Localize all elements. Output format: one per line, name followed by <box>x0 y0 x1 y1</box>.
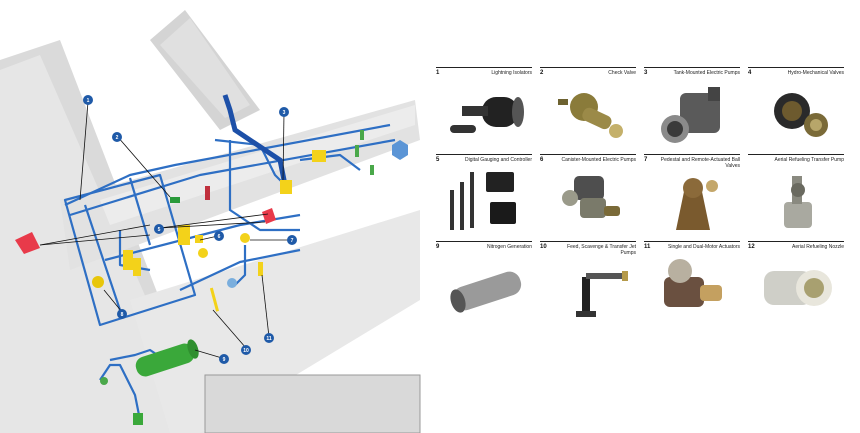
catalog-item-hydro-mechanical-valves: 4 Hydro-Mechanical Valves <box>744 67 844 155</box>
svg-text:1: 1 <box>87 98 90 104</box>
callout-8: 8 <box>117 309 127 319</box>
check-valve-image <box>558 93 623 138</box>
svg-text:8: 8 <box>121 312 124 318</box>
aircraft-structure <box>0 10 421 433</box>
catalog-item-check-valve: 2 Check Valve <box>536 67 636 155</box>
callout-9: 9 <box>219 354 229 364</box>
item-number: 3 <box>644 70 648 76</box>
item-title: Check Valve <box>608 70 636 76</box>
item-number: 4 <box>748 70 752 76</box>
callout-7: 7 <box>287 235 297 245</box>
item-title: Tank-Mounted Electric Pumps <box>673 70 740 76</box>
catalog-item-digital-gauging-and-controller: 5 Digital Gauging and Controller <box>432 154 532 242</box>
item-number: 2 <box>540 70 544 76</box>
item-title: Aerial Refueling Nozzle <box>792 244 844 250</box>
item-number: 6 <box>540 157 544 163</box>
svg-text:6: 6 <box>218 234 221 240</box>
svg-text:7: 7 <box>291 238 294 244</box>
item-number: 1 <box>436 70 440 76</box>
canister-pump-image <box>562 176 620 218</box>
catalog-item-ball-valves: 7 Pedestal and Remote-Actuated Ball Valv… <box>640 154 740 242</box>
item-title: Digital Gauging and Controller <box>465 157 532 163</box>
fuel-pipes <box>63 123 396 421</box>
callout-5: 5 <box>154 224 164 234</box>
check-valve <box>170 197 180 203</box>
svg-text:10: 10 <box>243 348 249 354</box>
leader-lines <box>39 101 288 359</box>
catalog-item-aerial-refueling-transfer-pump: Aerial Refueling Transfer Pump <box>744 154 844 242</box>
item-number: 9 <box>436 244 440 250</box>
catalog-item-nitrogen-generation: 9 Nitrogen Generation <box>432 241 532 329</box>
catalog-item-canister-mounted-electric-pumps: 6 Canister-Mounted Electric Pumps <box>536 154 636 242</box>
tank-pump <box>280 180 292 194</box>
callout-6: 6 <box>214 231 224 241</box>
catalog-item-tank-mounted-electric-pumps: 3 Tank-Mounted Electric Pumps <box>640 67 740 155</box>
item-number: 7 <box>644 157 648 163</box>
hydro-valve-image <box>774 93 828 137</box>
jet-pump-image <box>576 271 628 317</box>
item-title: Aerial Refueling Transfer Pump <box>774 157 844 163</box>
pump-feed-pipe <box>222 94 288 186</box>
fuel-system-diagram: 1 2 3 5 6 7 8 9 10 11 <box>0 10 421 433</box>
item-title: Hydro-Mechanical Valves <box>787 70 844 76</box>
component-catalog: 1 Lightning Isolators 2 Check Valve 3 Ta… <box>432 60 852 320</box>
item-title: Nitrogen Generation <box>486 244 532 250</box>
sensor-left <box>15 232 40 254</box>
refueling-nozzle-image <box>764 270 832 306</box>
callout-3: 3 <box>279 107 289 117</box>
item-title: Lightning Isolators <box>491 70 532 76</box>
sensor-right <box>262 208 276 224</box>
svg-text:11: 11 <box>266 336 272 342</box>
callout-11: 11 <box>264 333 274 343</box>
item-title: Single and Dual-Motor Actuators <box>668 244 740 250</box>
item-number: 11 <box>644 244 651 250</box>
sensor-mid <box>205 186 210 200</box>
item-title: Canister-Mounted Electric Pumps <box>561 157 636 163</box>
svg-text:9: 9 <box>223 357 226 363</box>
blue-sensor <box>392 140 408 160</box>
callouts: 1 2 3 5 6 7 8 9 10 11 <box>83 95 297 364</box>
aux-pump <box>312 150 326 162</box>
tank-pump-image <box>661 87 720 143</box>
catalog-item-actuators: 11 Single and Dual-Motor Actuators <box>640 241 740 329</box>
catalog-item-lightning-isolators: 1 Lightning Isolators <box>432 67 532 155</box>
nitrogen-generator-image <box>450 271 522 313</box>
item-number: 5 <box>436 157 440 163</box>
svg-text:5: 5 <box>158 227 161 233</box>
svg-text:3: 3 <box>283 110 286 116</box>
blue-valve <box>227 278 237 288</box>
components <box>15 130 408 425</box>
actuator-image <box>664 259 722 307</box>
svg-text:2: 2 <box>116 135 119 141</box>
item-number: 10 <box>540 244 547 250</box>
item-title: Pedestal and Remote-Actuated Ball Valves <box>660 157 740 169</box>
item-number: 12 <box>748 244 755 250</box>
gauging-controller-image <box>450 172 516 230</box>
callout-2: 2 <box>112 132 122 142</box>
item-title: Feed, Scavenge & Transfer Jet Pumps <box>567 244 636 256</box>
yellow-valves <box>92 225 263 312</box>
ball-valve-image <box>676 178 718 230</box>
callout-10: 10 <box>241 345 251 355</box>
catalog-item-jet-pumps: 10 Feed, Scavenge & Transfer Jet Pumps <box>536 241 636 329</box>
catalog-item-aerial-refueling-nozzle: 12 Aerial Refueling Nozzle <box>744 241 844 329</box>
transfer-pump-image <box>784 176 812 228</box>
lightning-isolator-image <box>450 97 524 133</box>
nitrogen-generator <box>135 339 199 377</box>
callout-1: 1 <box>83 95 93 105</box>
